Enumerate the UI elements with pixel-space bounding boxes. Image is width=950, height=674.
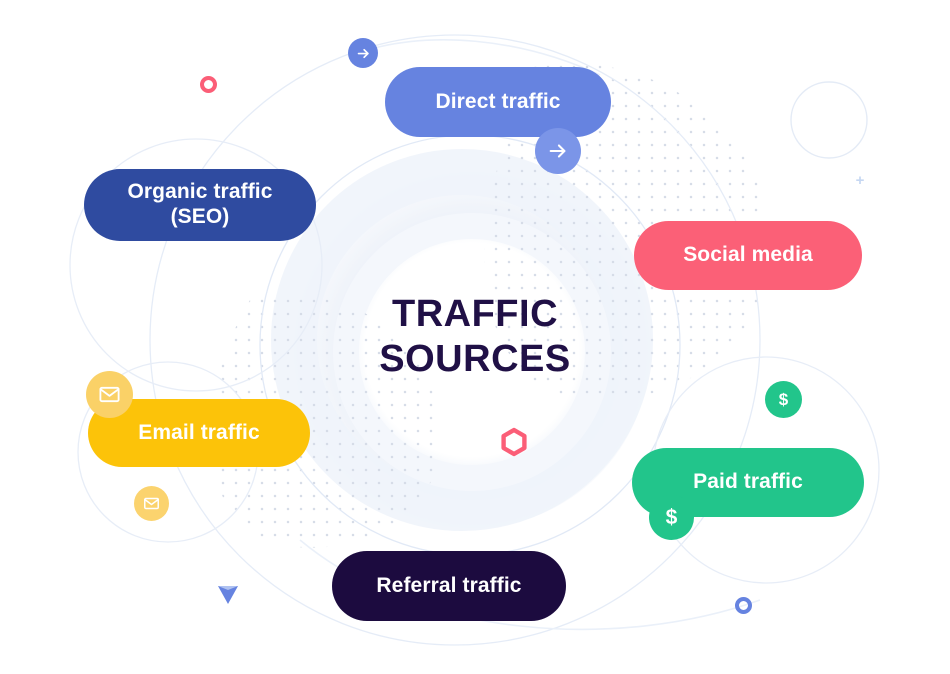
arrow-right-icon — [535, 128, 581, 174]
triangle-down-icon — [216, 584, 240, 606]
node-paid-traffic-label: Paid traffic — [693, 470, 803, 494]
orbit-circle-top-right — [790, 81, 868, 159]
page-title-line-1: TRAFFIC — [391, 293, 559, 335]
page-title: TRAFFIC SOURCES — [330, 292, 620, 382]
node-referral-traffic-label: Referral traffic — [376, 573, 522, 597]
dollar-icon-symbol: $ — [665, 506, 678, 529]
node-organic-traffic-label-line-1: Organic traffic — [127, 180, 273, 204]
dollar-icon: $ — [765, 381, 802, 418]
plus-icon: + — [855, 172, 865, 189]
node-organic-traffic-label-line-2: (SEO) — [170, 205, 230, 228]
page-title-line-2: SOURCES — [379, 337, 571, 380]
node-organic-traffic-label: Organic traffic (SEO) — [113, 180, 286, 230]
dollar-icon-symbol: $ — [778, 390, 789, 409]
dollar-icon: $ — [649, 495, 694, 540]
node-direct-traffic-label: Direct traffic — [435, 89, 561, 113]
node-direct-traffic[interactable]: Direct traffic — [385, 67, 611, 137]
ring-icon — [200, 76, 217, 93]
node-referral-traffic[interactable]: Referral traffic — [332, 551, 566, 621]
ring-icon — [735, 597, 752, 614]
node-paid-traffic[interactable]: Paid traffic — [632, 448, 864, 517]
orbit-circle-large — [149, 34, 761, 646]
hexagon-outline-icon — [500, 427, 528, 457]
node-organic-traffic[interactable]: Organic traffic (SEO) — [84, 169, 316, 241]
node-social-media-label: Social media — [683, 243, 813, 267]
node-social-media[interactable]: Social media — [634, 221, 862, 290]
node-email-traffic-label: Email traffic — [138, 420, 260, 444]
orbit-circle-left — [69, 138, 323, 392]
connector-arc-top — [359, 39, 601, 76]
arrow-right-icon — [348, 38, 378, 68]
envelope-icon — [134, 486, 169, 521]
envelope-icon — [86, 371, 133, 418]
